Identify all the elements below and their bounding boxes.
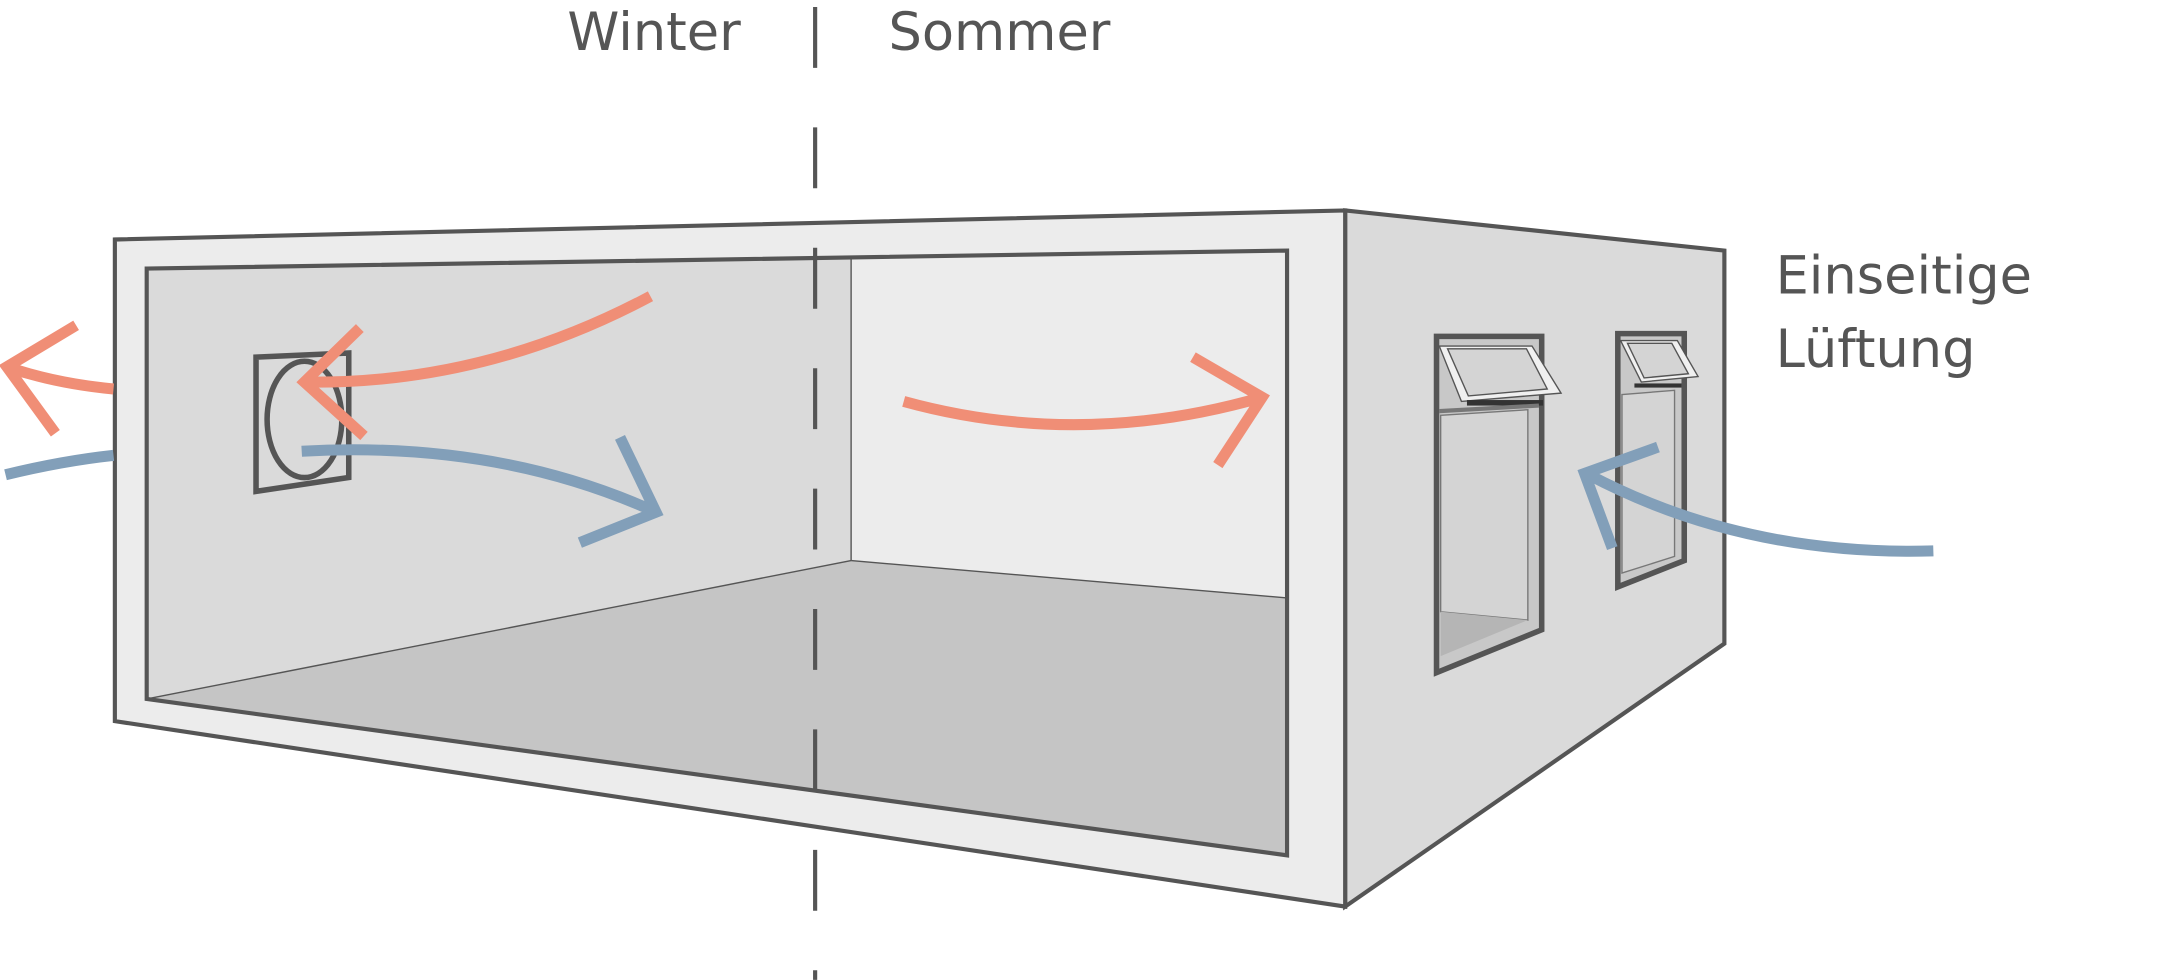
ventilation-label-line2: Lüftung — [1776, 319, 1976, 380]
cold-air-winter-arrow — [301, 435, 664, 548]
window-small — [1615, 330, 1700, 591]
interior-opening — [144, 248, 1290, 858]
summer-label: Sommer — [888, 2, 1110, 63]
floor — [146, 560, 1288, 856]
warm-air-to-fan-arrow — [296, 291, 654, 441]
cold-air-enter-line — [4, 449, 115, 481]
cold-air-summer-arrow — [1577, 441, 1934, 557]
window-large — [1433, 333, 1563, 677]
winter-label: Winter — [567, 2, 741, 63]
warm-air-exit-arrow — [0, 320, 115, 437]
warm-air-summer-arrow — [902, 352, 1270, 469]
ventilation-label-line1: Einseitige — [1776, 245, 2032, 306]
